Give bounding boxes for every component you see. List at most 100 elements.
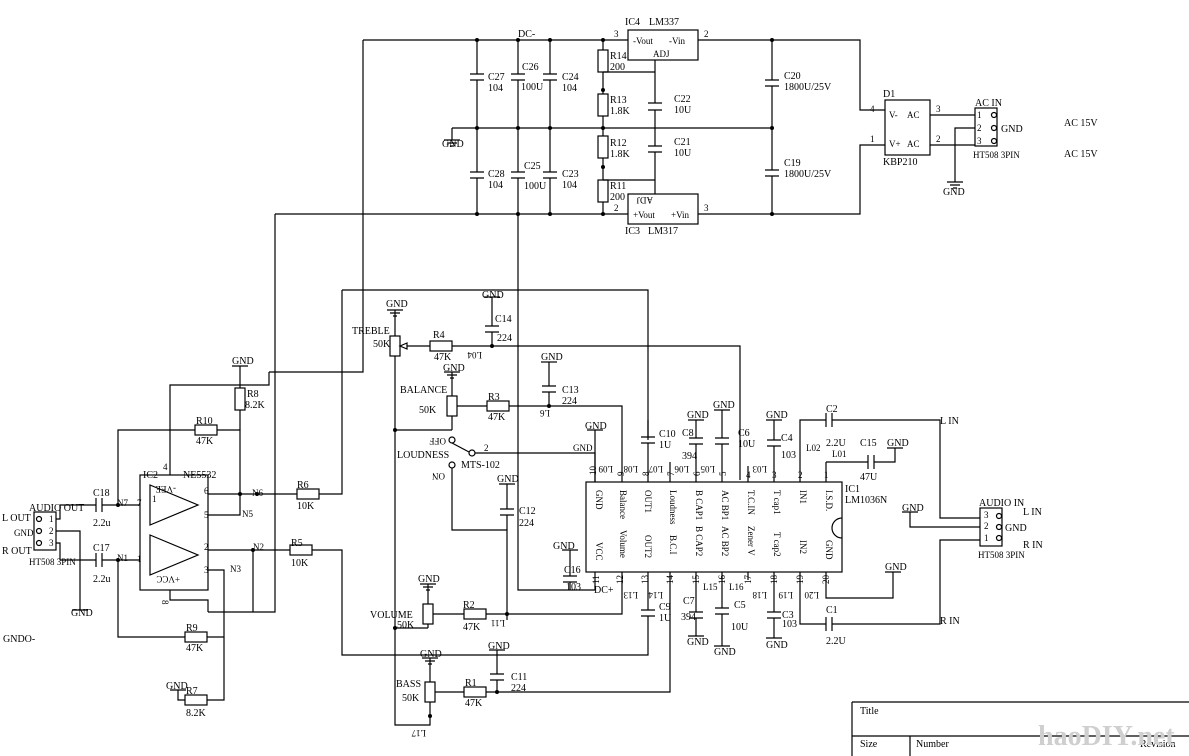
l04-label: L04 bbox=[467, 350, 482, 360]
svg-text:8: 8 bbox=[641, 471, 651, 476]
d1-pin1: 1 bbox=[870, 134, 875, 144]
svg-text:GND: GND bbox=[714, 647, 736, 658]
r10-label: R10 bbox=[196, 416, 213, 427]
svg-text:8: 8 bbox=[160, 600, 170, 605]
ac-in-connector bbox=[974, 107, 998, 147]
svg-text:6: 6 bbox=[692, 471, 702, 476]
minus-vout-pin: -Vout bbox=[633, 36, 653, 46]
r13-value: 1.8K bbox=[610, 106, 631, 117]
r2-label: R2 bbox=[463, 600, 475, 611]
svg-text:2: 2 bbox=[984, 521, 989, 531]
c26-label: C26 bbox=[522, 62, 539, 73]
c7-value: 394 bbox=[681, 612, 696, 623]
ic3-label: IC3 bbox=[625, 226, 640, 237]
c10-value: 1U bbox=[659, 440, 672, 451]
r9-label: R9 bbox=[186, 623, 198, 634]
d1-vminus: V- bbox=[889, 110, 898, 120]
svg-text:GND: GND bbox=[585, 421, 607, 432]
c5-value: 10U bbox=[731, 622, 749, 633]
svg-text:GND: GND bbox=[166, 681, 188, 692]
svg-text:L03: L03 bbox=[752, 464, 767, 474]
svg-text:3: 3 bbox=[977, 136, 982, 146]
r-in-net: R IN bbox=[940, 616, 960, 627]
svg-text:4: 4 bbox=[163, 462, 168, 472]
c19-label: C19 bbox=[784, 158, 801, 169]
svg-text:13: 13 bbox=[640, 575, 650, 585]
svg-text:1: 1 bbox=[137, 554, 142, 564]
balance-pot-value: 50K bbox=[419, 405, 437, 416]
ic1-bottom-pins: VCC Volume OUT2 B.C.I B CAP2 AC BP2 Zene… bbox=[594, 526, 834, 561]
title-label: Title bbox=[860, 706, 879, 717]
r4-label: R4 bbox=[433, 330, 445, 341]
balance-pot[interactable] bbox=[446, 395, 458, 417]
svg-text:Zener V: Zener V bbox=[746, 526, 756, 556]
c25-label: C25 bbox=[524, 161, 541, 172]
ac-in-gnd: GND bbox=[1001, 124, 1023, 135]
treble-label: TREBLE bbox=[352, 326, 390, 337]
ic1-label: IC1 bbox=[845, 484, 860, 495]
c16-value: 103 bbox=[566, 582, 581, 593]
loudness-label: LOUDNESS bbox=[397, 450, 449, 461]
plus-vout-pin: +Vout bbox=[633, 210, 655, 220]
svg-text:1: 1 bbox=[977, 110, 982, 120]
svg-text:T cap2: T cap2 bbox=[772, 532, 782, 557]
svg-text:1: 1 bbox=[984, 533, 989, 543]
svg-text:B CAP2: B CAP2 bbox=[694, 526, 704, 556]
r12-label: R12 bbox=[610, 138, 627, 149]
bass-pot[interactable] bbox=[424, 681, 436, 703]
c28-value: 104 bbox=[488, 180, 503, 191]
c26-value: 100U bbox=[521, 82, 544, 93]
gnd-o-label: GNDO- bbox=[3, 634, 35, 645]
ac15v-label-2: AC 15V bbox=[1064, 149, 1098, 160]
output-stage: IC2 NE5532 1 -VEE +VCC 7 1 6 5 2 3 8 4 R… bbox=[2, 356, 320, 719]
r7-value: 8.2K bbox=[186, 708, 207, 719]
ic3-pin3: 3 bbox=[704, 203, 709, 213]
r8-label: R8 bbox=[247, 389, 259, 400]
c23-value: 104 bbox=[562, 180, 577, 191]
c11-label: C11 bbox=[511, 672, 527, 683]
audio-in-label: AUDIO IN bbox=[979, 498, 1024, 509]
c18-label: C18 bbox=[93, 488, 110, 499]
r6-label: R6 bbox=[297, 480, 309, 491]
c4-label: C4 bbox=[781, 433, 793, 444]
c3-label: C3 bbox=[782, 610, 794, 621]
c19-value: 1800U/25V bbox=[784, 169, 832, 180]
c22-value: 10U bbox=[674, 105, 692, 116]
ic3-pin2: 2 bbox=[614, 203, 619, 213]
c2-label: C2 bbox=[826, 404, 838, 415]
c16-label: C16 bbox=[564, 565, 581, 576]
svg-text:L20: L20 bbox=[804, 590, 819, 600]
d1-label: D1 bbox=[883, 89, 895, 100]
c17-value: 2.2u bbox=[93, 574, 111, 585]
bass-pot-value: 50K bbox=[402, 693, 420, 704]
treble-pot-value: 50K bbox=[373, 339, 391, 350]
d1-ac1: AC bbox=[907, 110, 920, 120]
svg-text:L08: L08 bbox=[623, 464, 638, 474]
svg-text:B CAP1: B CAP1 bbox=[694, 490, 704, 520]
lm337-label: LM337 bbox=[649, 17, 679, 28]
svg-text:1: 1 bbox=[49, 514, 54, 524]
svg-text:GND: GND bbox=[573, 443, 593, 453]
svg-text:T cap1: T cap1 bbox=[772, 490, 782, 515]
r1-label: R1 bbox=[465, 678, 477, 689]
lm1036n-label: LM1036N bbox=[845, 495, 887, 506]
d1-pin4: 4 bbox=[870, 104, 875, 114]
svg-text:2: 2 bbox=[977, 123, 982, 133]
r-out-label: R OUT bbox=[2, 546, 32, 557]
audio-in-connector-group: AUDIO IN 3 2 1 GND L IN R IN HT508 3PIN … bbox=[902, 416, 1043, 627]
svg-text:GND: GND bbox=[766, 640, 788, 651]
svg-text:T.C.IN: T.C.IN bbox=[746, 490, 756, 515]
c2-value: 2.2U bbox=[826, 438, 847, 449]
svg-text:OUT2: OUT2 bbox=[643, 535, 653, 558]
r2-value: 47K bbox=[463, 622, 481, 633]
svg-text:L07: L07 bbox=[648, 464, 663, 474]
volume-pot[interactable] bbox=[422, 603, 434, 625]
svg-text:IN1: IN1 bbox=[798, 490, 808, 504]
svg-text:L15: L15 bbox=[703, 582, 718, 592]
number-label: Number bbox=[916, 739, 949, 750]
c14-label: C14 bbox=[495, 314, 512, 325]
off-label: OFF bbox=[429, 436, 446, 446]
svg-text:2: 2 bbox=[49, 526, 54, 536]
svg-text:1: 1 bbox=[152, 494, 157, 504]
l17-label: L17 bbox=[411, 728, 426, 738]
